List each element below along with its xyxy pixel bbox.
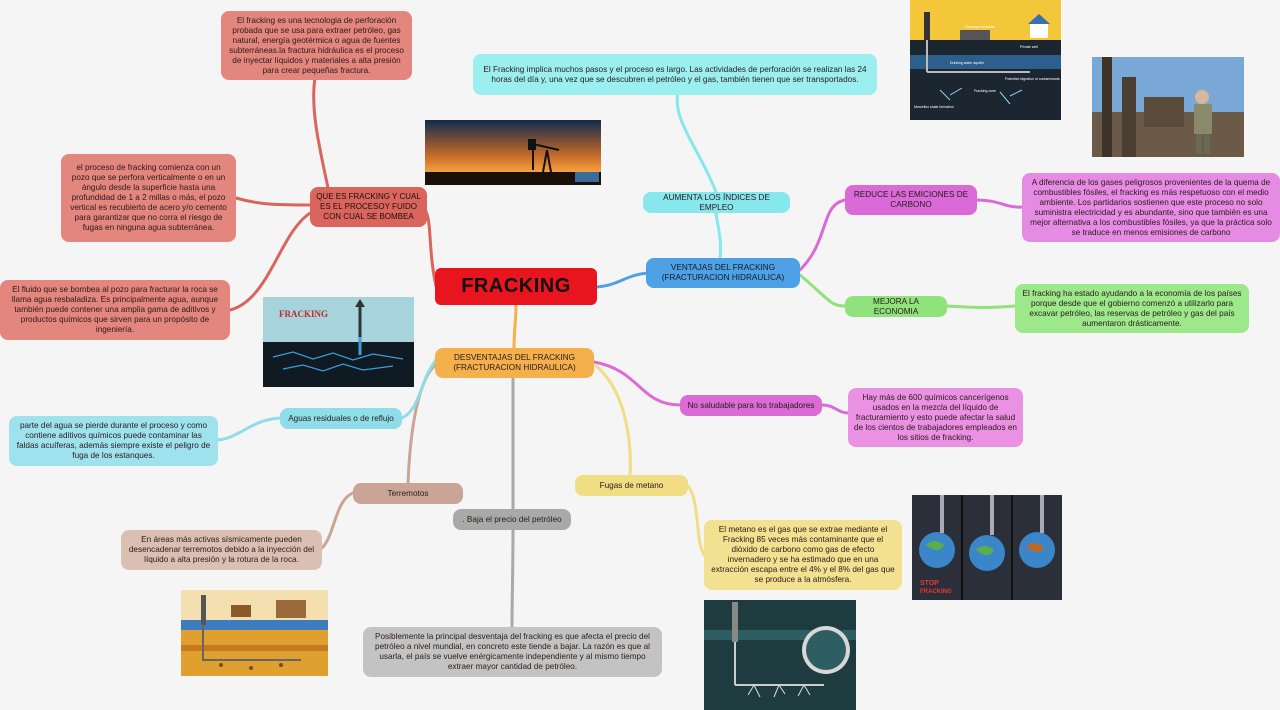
fracking-cartoon-illustration	[181, 590, 328, 676]
fracking-poster-title: FRACKING	[279, 309, 328, 319]
que-es-detail-fluid[interactable]: El fluido que se bombea al pozo para fra…	[0, 280, 230, 340]
label-fracking-zone: Fracking zone	[974, 89, 996, 93]
ventaja-economia-detail[interactable]: El fracking ha estado ayudando a la econ…	[1015, 284, 1249, 333]
label-drinking-water-aquifer: Drinking water aquifer	[950, 61, 985, 65]
oil-pumpjack-sunset-image	[425, 120, 601, 185]
oil-worker-photo	[1092, 57, 1244, 157]
label-fracking-chemicals: Fracking chemicals	[965, 25, 995, 29]
desventaja-terremotos[interactable]: Terremotos	[353, 483, 463, 504]
desventaja-aguas[interactable]: Aguas residuales o de reflujo	[280, 408, 402, 429]
ventaja-empleo[interactable]: AUMENTA LOS ÍNDICES DE EMPLEO	[643, 192, 790, 213]
que-es-detail-definition[interactable]: El fracking es una tecnologia de perfora…	[221, 11, 412, 80]
ventaja-economia[interactable]: MEJORA LA ECONOMIA	[845, 296, 947, 317]
ventaja-emisiones[interactable]: REDUCE LAS EMICIONES DE CARBONO	[845, 185, 977, 215]
desventaja-trabajadores[interactable]: No saludable para los trabajadores	[680, 395, 822, 416]
groundwater-contamination-diagram: Fracking chemicals Private well Drinking…	[910, 0, 1061, 120]
desventaja-trabajadores-detail[interactable]: Hay más de 600 químicos cancerígenos usa…	[848, 388, 1023, 447]
que-es-detail-process[interactable]: el proceso de fracking comienza con un p…	[61, 154, 236, 242]
fracking-well-cross-section	[704, 600, 856, 710]
ventaja-emisiones-detail[interactable]: A diferencia de los gases peligrosos pro…	[1022, 173, 1280, 242]
ventaja-empleo-detail[interactable]: El Fracking implica muchos pasos y el pr…	[473, 54, 877, 95]
poster-fracking-text: FRACKING	[920, 589, 952, 595]
desventaja-metano-detail[interactable]: El metano es el gas que se extrae median…	[704, 520, 902, 590]
branch-desventajas[interactable]: DESVENTAJAS DEL FRACKING (FRACTURACION H…	[435, 348, 594, 378]
desventaja-metano[interactable]: Fugas de metano	[575, 475, 688, 496]
label-potential-migration: Potential migration of contaminants	[1005, 77, 1060, 81]
branch-ventajas[interactable]: VENTAJAS DEL FRACKING (FRACTURACION HIDR…	[646, 258, 800, 288]
fracking-poster-image: FRACKING	[263, 297, 414, 387]
label-private-well: Private well	[1020, 45, 1038, 49]
desventaja-terremotos-detail[interactable]: En áreas más activas sísmicamente pueden…	[121, 530, 322, 570]
poster-stop-text: STOP	[920, 580, 939, 587]
desventaja-aguas-detail[interactable]: parte del agua se pierde durante el proc…	[9, 416, 218, 466]
branch-que-es[interactable]: QUE ES FRACKING Y CUAL ES EL PROCESOY FU…	[310, 187, 427, 227]
desventaja-petroleo-detail[interactable]: Posiblemente la principal desventaja del…	[363, 627, 662, 677]
stop-fracking-earth-poster: STOP FRACKING	[912, 495, 1062, 600]
central-topic[interactable]: FRACKING	[435, 268, 597, 305]
label-marcellus-shale: Marcellus shale formation	[914, 105, 954, 109]
desventaja-petroleo[interactable]: . Baja el precio del petróleo	[453, 509, 571, 530]
